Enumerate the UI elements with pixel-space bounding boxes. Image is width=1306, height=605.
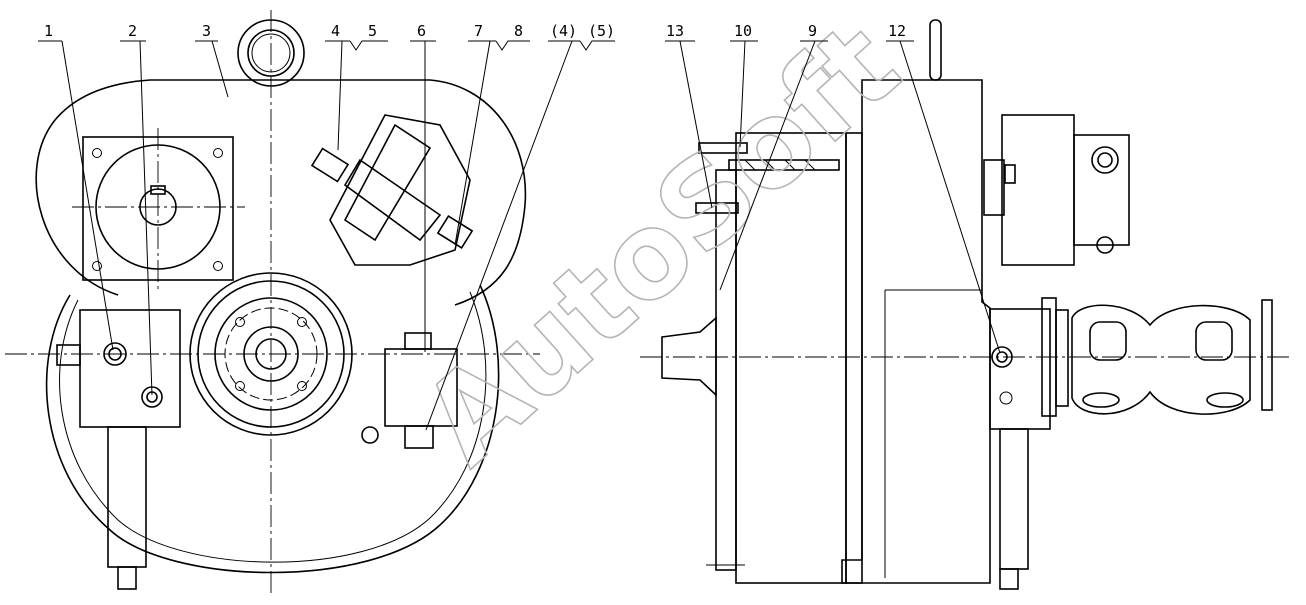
callout-5: 5 <box>368 22 377 40</box>
callout-4-paren: (4) <box>550 22 577 40</box>
callout-5-paren: (5) <box>588 22 615 40</box>
callout-6: 6 <box>417 22 426 40</box>
callout-8: 8 <box>514 22 523 40</box>
callout-9: 9 <box>808 22 817 40</box>
callout-1: 1 <box>44 22 53 40</box>
side-view <box>640 19 1290 590</box>
callout-10: 10 <box>734 22 752 40</box>
callout-7: 7 <box>474 22 483 40</box>
callout-12: 12 <box>888 22 906 40</box>
leader-lines <box>38 40 1001 431</box>
callout-labels: 1 2 3 4 5 6 7 8 (4) (5) 13 10 9 12 <box>44 22 906 40</box>
front-view <box>5 10 540 595</box>
callout-2: 2 <box>128 22 137 40</box>
callout-4: 4 <box>331 22 340 40</box>
callout-13: 13 <box>666 22 684 40</box>
callout-3: 3 <box>202 22 211 40</box>
